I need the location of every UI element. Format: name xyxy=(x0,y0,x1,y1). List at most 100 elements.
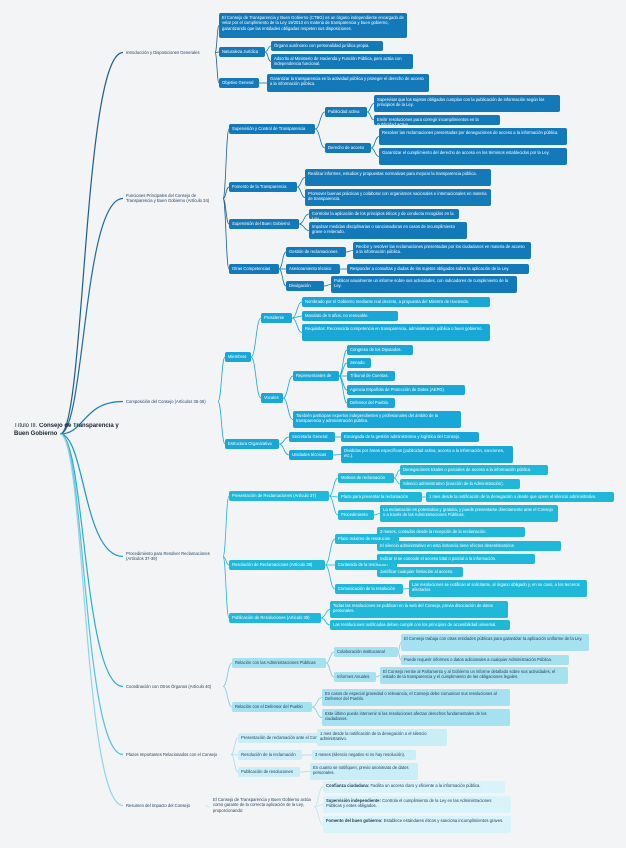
topic-node[interactable]: Motivos de reclamación xyxy=(338,473,394,483)
topic-node[interactable]: El Consejo de Transparencia y Buen Gobie… xyxy=(219,13,407,38)
topic-node[interactable]: Publicar anualmente un informe sobre sus… xyxy=(331,276,517,293)
connector-line xyxy=(328,495,339,516)
connector-line xyxy=(328,495,339,498)
topic-node[interactable]: Emitir resoluciones para corregir incump… xyxy=(374,115,500,125)
connector-line xyxy=(325,651,335,664)
topic-node[interactable]: Divulgación xyxy=(286,281,324,291)
topic-node[interactable]: Justificar cualquier limitación al acces… xyxy=(377,567,463,577)
section-node[interactable]: Plazos Importantes Relacionados con el C… xyxy=(126,752,218,757)
topic-node[interactable]: Miembros xyxy=(225,352,251,362)
topic-node[interactable]: El Consejo remite al Parlamento y al Gob… xyxy=(380,667,568,684)
topic-node[interactable]: Puede requerir informes o datos adiciona… xyxy=(401,655,569,665)
topic-node[interactable]: Mandato de 5 años, no renovable. xyxy=(302,311,398,321)
topic-node[interactable]: Procedimiento xyxy=(338,510,374,520)
topic-node[interactable]: Relación con las Administraciones Públic… xyxy=(232,658,326,668)
topic-node[interactable]: Congreso de los Diputados. xyxy=(347,345,413,355)
topic-node[interactable]: Supervisar que los sujetos obligados cum… xyxy=(374,95,560,112)
topic-node[interactable]: En cuanto se notifiquen, previo anonimat… xyxy=(310,763,418,780)
topic-node[interactable]: Garantizar el cumplimiento del derecho d… xyxy=(379,148,567,165)
topic-node[interactable]: Resolver las reclamaciones presentadas p… xyxy=(379,128,567,145)
topic-node[interactable]: Divididas por áreas específicas (publici… xyxy=(341,446,513,463)
topic-node[interactable]: Plazo máximo de resolución xyxy=(335,534,399,544)
summary-point[interactable]: Confianza ciudadana: Facilita un acceso … xyxy=(323,781,505,793)
topic-node[interactable]: Encargada de la gestión administrativa y… xyxy=(341,432,479,442)
topic-node[interactable]: Relación con el Defensor del Pueblo xyxy=(232,702,312,712)
topic-node[interactable]: Requisitos: Reconocida competencia en tr… xyxy=(302,324,490,341)
topic-node[interactable]: Contenido de la resolución xyxy=(335,560,397,570)
topic-node[interactable]: La reclamación es potestativa y gratuita… xyxy=(380,505,558,522)
topic-node[interactable]: Secretaría General xyxy=(289,432,335,442)
section-node[interactable]: Coordinación con Otros Órganos (Artículo… xyxy=(126,684,212,689)
topic-node[interactable]: Garantizar la transparencia en la activi… xyxy=(267,74,429,92)
summary-point[interactable]: Fomento del buen gobierno: Establece est… xyxy=(323,816,511,833)
topic-node[interactable]: Plazo para presentar la reclamación xyxy=(338,492,422,502)
topic-node[interactable]: Presidente xyxy=(261,313,292,323)
topic-node[interactable]: Denegaciones totales o parciales de acce… xyxy=(400,465,548,475)
connector-line xyxy=(278,443,290,456)
topic-node[interactable]: Unidades técnicas xyxy=(289,450,333,460)
topic-node[interactable]: Recibir y resolver las reclamaciones pre… xyxy=(353,242,531,259)
topic-node[interactable]: Supervisión del Buen Gobierno xyxy=(229,219,299,229)
topic-node[interactable]: Derecho de acceso xyxy=(325,143,371,153)
topic-node[interactable]: Resolución de Reclamaciones (Artículo 38… xyxy=(229,560,325,570)
topic-node[interactable]: Indicar si se concede el acceso total o … xyxy=(377,554,535,564)
topic-node[interactable]: Fomento de la Transparencia xyxy=(229,182,297,192)
topic-node[interactable]: Estructura Organizativa xyxy=(225,439,279,449)
connector-line xyxy=(278,268,287,287)
topic-node[interactable]: Presentación de reclamación ante el Cons… xyxy=(238,733,334,743)
topic-node[interactable]: Asesoramiento técnico xyxy=(286,264,340,274)
topic-node[interactable]: Comunicación de la resolución xyxy=(335,584,403,594)
topic-node[interactable]: Este último puede intervenir si las reso… xyxy=(322,709,510,726)
section-node[interactable]: Composición del Consejo (Artículos 35-36… xyxy=(126,399,206,404)
topic-node[interactable]: Tribunal de Cuentas. xyxy=(347,371,395,381)
connector-line xyxy=(222,495,230,557)
topic-node[interactable]: 3 meses (silencio negativo si no hay res… xyxy=(312,750,416,760)
topic-node[interactable]: Publicidad activa xyxy=(325,107,367,117)
topic-node[interactable]: Nombrado por el Gobierno mediante real d… xyxy=(302,297,490,307)
branch-line xyxy=(59,197,124,435)
topic-node[interactable]: Resolución de la reclamación xyxy=(238,750,302,760)
topic-node[interactable]: Silencio administrativo (inacción de la … xyxy=(400,479,520,489)
topic-node[interactable]: Realizar informes, estudios y propuestas… xyxy=(305,169,491,186)
section-node[interactable]: Resumen del Impacto del Consejo xyxy=(126,803,191,808)
topic-node[interactable]: Informes Anuales xyxy=(334,672,376,682)
connector-line xyxy=(328,477,339,497)
topic-node[interactable]: Defensor del Pueblo. xyxy=(347,398,395,408)
topic-node[interactable]: Las resoluciones se notifican al solicit… xyxy=(409,580,587,597)
topic-node[interactable]: Órgano autónomo con personalidad jurídic… xyxy=(271,41,383,51)
topic-node[interactable]: Promover buenas prácticas y colaborar co… xyxy=(305,189,491,206)
section-node[interactable]: Procedimiento para Resolver Reclamacione… xyxy=(126,551,210,562)
topic-node[interactable]: Senado. xyxy=(347,358,371,368)
topic-node[interactable]: Agencia Española de Protección de Datos … xyxy=(347,385,465,395)
topic-node[interactable]: El silencio administrativo en esta insta… xyxy=(377,541,561,551)
topic-node[interactable]: Responder a consultas y dudas de los suj… xyxy=(347,264,529,274)
topic-node[interactable]: En casos de especial gravedad o relevanc… xyxy=(322,689,510,706)
topic-node[interactable]: Naturaleza Jurídica xyxy=(219,47,265,57)
root-topic[interactable]: Título III. Consejo de Transparencia y B… xyxy=(14,423,120,438)
topic-node[interactable]: Otras Competencias xyxy=(229,264,279,274)
topic-node[interactable]: Adscrito al Ministerio de Hacienda y Fun… xyxy=(271,54,413,69)
summary-point[interactable]: Supervisión independiente: Controla el c… xyxy=(323,796,511,813)
topic-node[interactable]: 1 mes desde la notificación de la denega… xyxy=(426,492,614,502)
topic-node[interactable]: También participan expertos independient… xyxy=(293,411,461,428)
topic-node[interactable]: El Consejo trabaja con otras entidades p… xyxy=(401,634,589,651)
topic-node[interactable]: Las resoluciones notificadas deben cumpl… xyxy=(330,620,510,630)
section-node[interactable]: Introducción y Disposiciones Generales xyxy=(126,50,200,55)
topic-node[interactable]: Controlar la aplicación de los principio… xyxy=(309,209,459,219)
topic-node[interactable]: Representantes de xyxy=(293,371,339,381)
topic-node[interactable]: Supervisión y Control de Transparencia xyxy=(229,124,315,134)
topic-node[interactable]: Publicación de resoluciones xyxy=(238,767,300,777)
topic-node[interactable]: Todas las resoluciones se publican en la… xyxy=(330,601,508,618)
topic-node[interactable]: Objetivo General xyxy=(219,78,259,88)
topic-node[interactable]: Presentación de Reclamaciones (Artículo … xyxy=(229,491,329,501)
topic-node[interactable]: Vocales xyxy=(261,393,283,403)
topic-node[interactable]: Gestión de reclamaciones xyxy=(286,247,346,257)
topic-node[interactable]: 1 mes desde la notificación de la denega… xyxy=(317,729,447,746)
topic-node[interactable]: Colaboración institucional xyxy=(334,647,398,657)
topic-node[interactable]: Publicación de Resoluciones (Artículo 39… xyxy=(229,613,321,623)
topic-node[interactable]: 3 meses, contados desde la recepción de … xyxy=(377,527,525,537)
section-node[interactable]: Funciones Principales del Consejo de Tra… xyxy=(126,193,210,204)
topic-node[interactable]: Impulsar medidas disciplinarias o sancio… xyxy=(309,222,467,239)
summary-point-text: Establece estándares éticos y sanciona i… xyxy=(382,818,504,823)
summary-intro-node[interactable]: El Consejo de Transparencia y Buen Gobie… xyxy=(213,797,311,813)
